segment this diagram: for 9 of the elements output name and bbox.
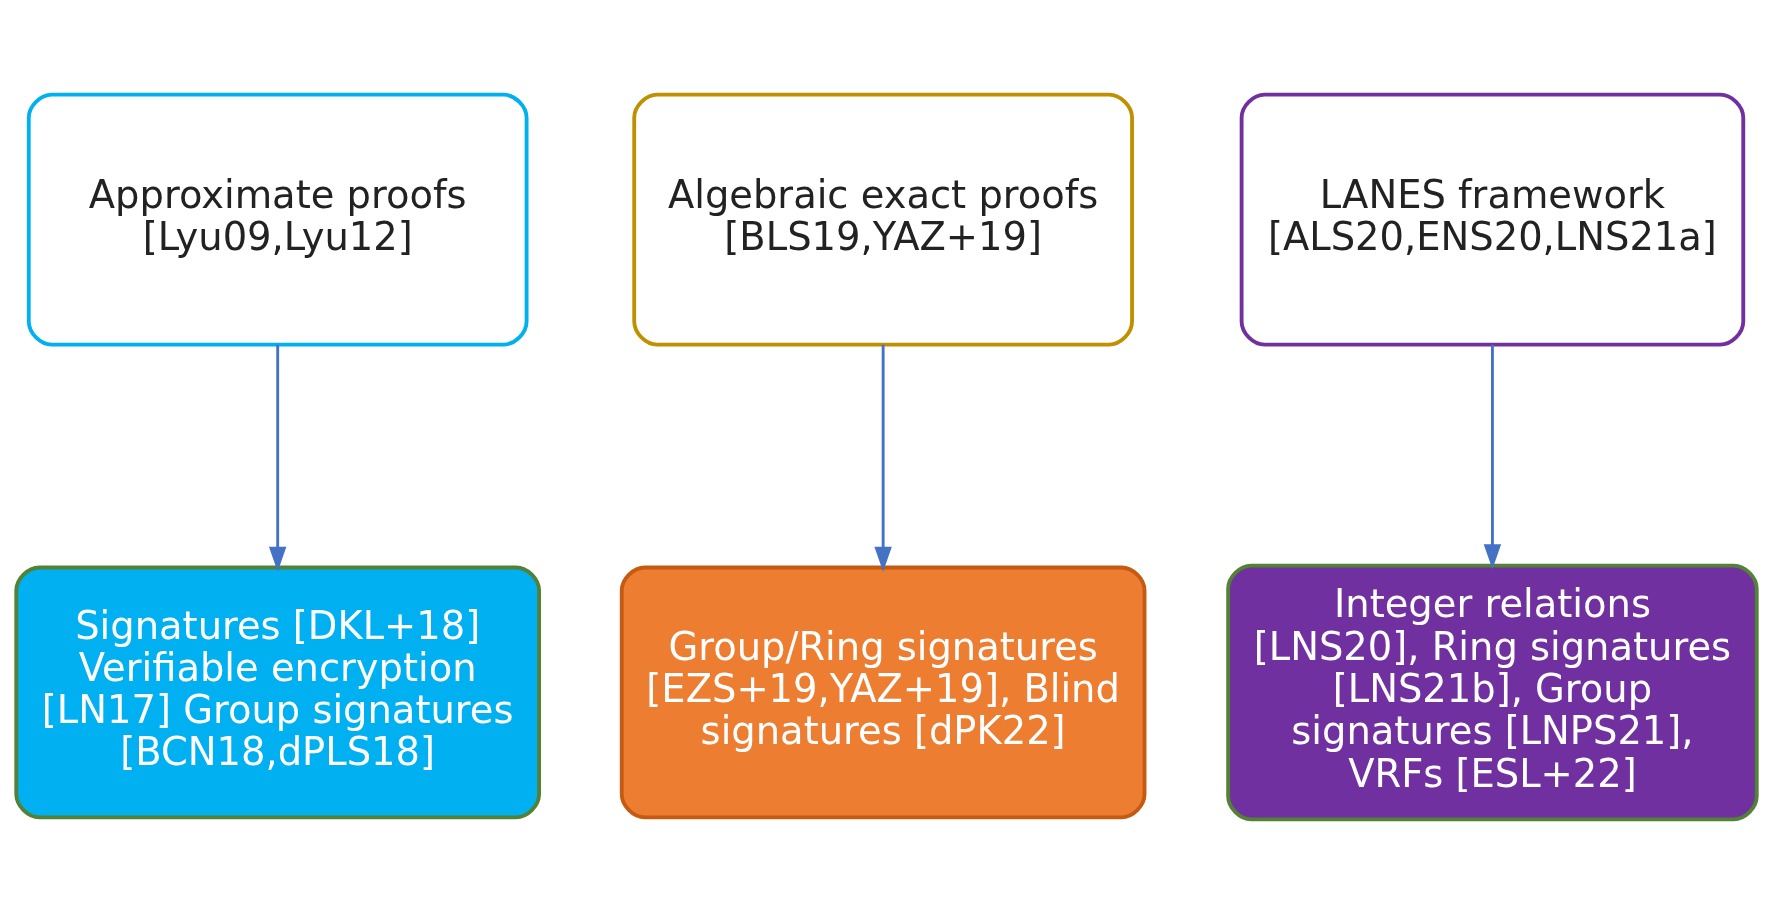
arrow <box>874 344 892 572</box>
arrow <box>1483 344 1502 570</box>
node-box: Integer relations [LNS20], Ring signatures [LNS21b], Group signatures [LNPS21], VRFs [ESL+22] <box>1226 563 1759 822</box>
node-box: Algebraic exact proofs [BLS19,YAZ+19] <box>632 92 1134 347</box>
node-box: LANES framework [ALS20,ENS20,LNS21a] <box>1239 92 1746 347</box>
arrow <box>268 344 287 572</box>
node-box: Group/Ring signatures [EZS+19,YAZ+19], Blind signatures [dPK22] <box>619 565 1147 820</box>
node-box: Approximate proofs [Lyu09,Lyu12] <box>26 92 529 347</box>
node-box: Signatures [DKL+18] Verifiable encryption [LN17] Group signatures [BCN18,dPLS18] <box>14 565 541 820</box>
